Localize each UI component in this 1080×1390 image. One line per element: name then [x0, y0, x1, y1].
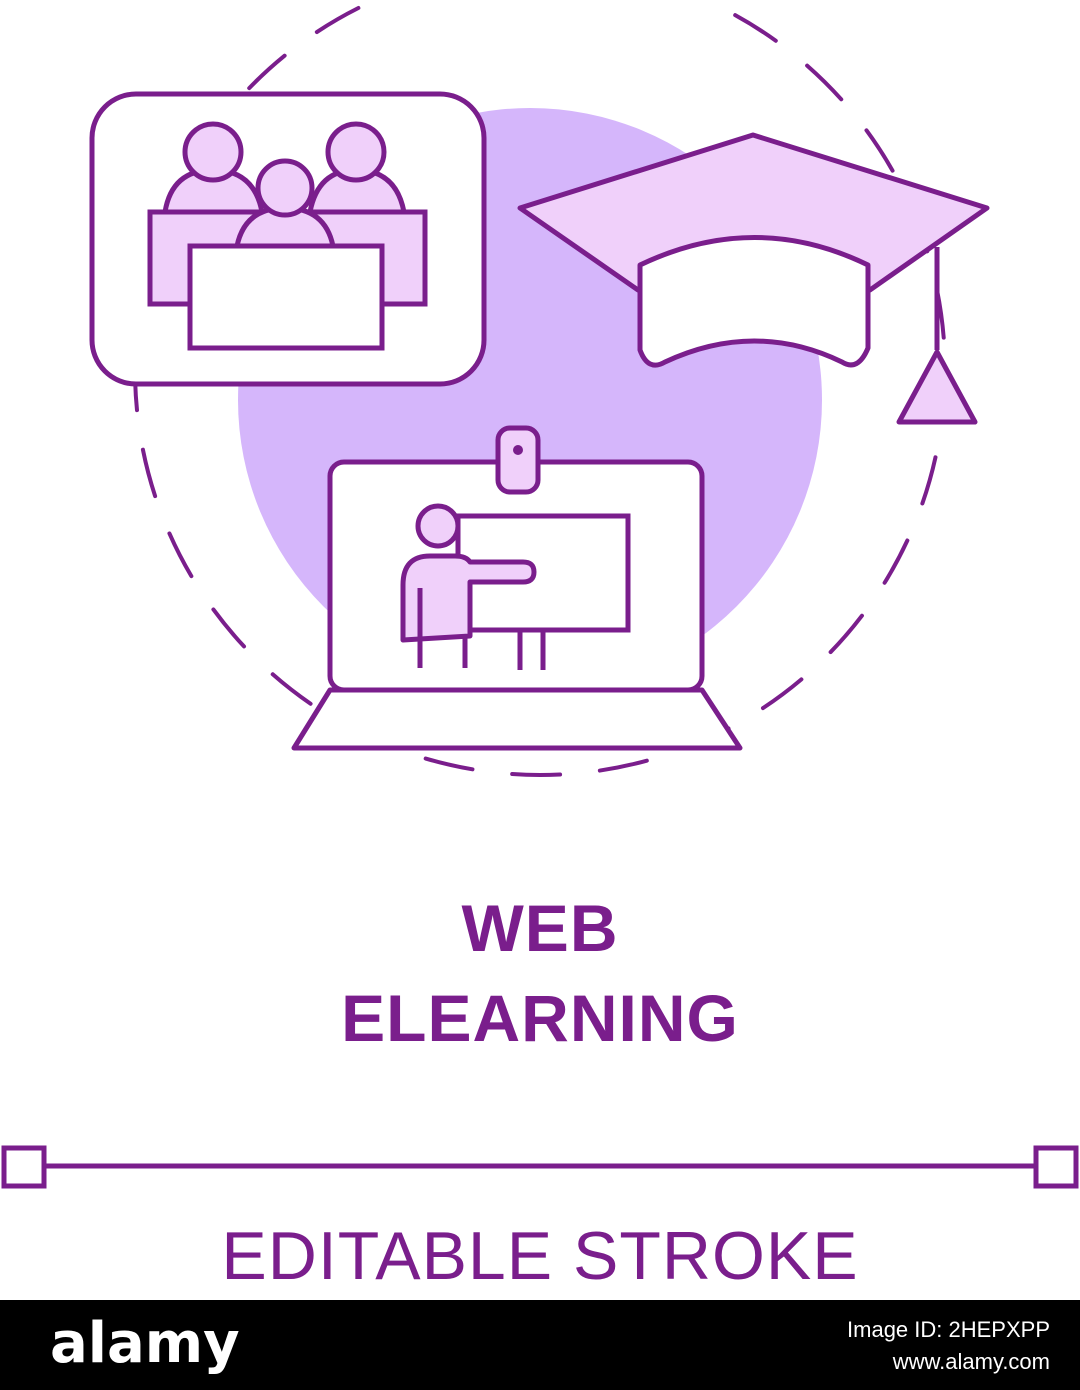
illustration: [1, 0, 1079, 1189]
webcam-icon: [495, 425, 541, 495]
left-handle: [1, 1145, 47, 1189]
title-line-1: WEB: [461, 891, 619, 965]
image-id: Image ID: 2HEPXPP: [847, 1317, 1050, 1342]
right-handle: [1033, 1145, 1079, 1189]
footer-url: www.alamy.com: [892, 1348, 1050, 1374]
stroke-handle-line: [1, 1145, 1079, 1189]
graduation-cap-icon: [517, 132, 990, 425]
watermark-footer: alamy Image ID: 2HEPXPP www.alamy.com: [0, 1300, 1080, 1390]
caption: EDITABLE STROKE: [221, 1218, 859, 1294]
alamy-logo: alamy: [50, 1311, 240, 1376]
footer-meta: Image ID: 2HEPXPP www.alamy.com: [847, 1314, 1050, 1378]
teacher-icon: [400, 503, 537, 668]
audience-icon: [89, 91, 487, 387]
title-line-2: ELEARNING: [341, 981, 739, 1055]
